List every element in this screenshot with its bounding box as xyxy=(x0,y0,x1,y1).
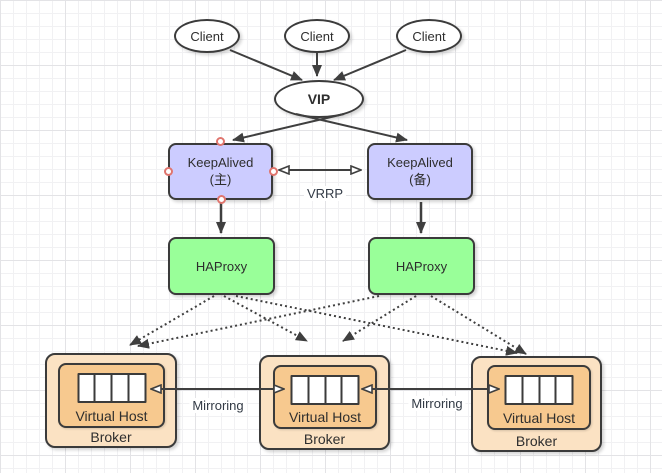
keepalived-master-role: (主) xyxy=(209,171,232,187)
broker-3-queue-icon xyxy=(504,375,574,405)
broker-2-queue-icon xyxy=(290,375,360,405)
queue-cell xyxy=(342,377,358,403)
node-client-3[interactable]: Client xyxy=(396,19,462,53)
node-client-1[interactable]: Client xyxy=(174,19,240,53)
edge-haproxy1-broker2[interactable] xyxy=(223,295,308,342)
broker-1-virtual-host-label: Virtual Host xyxy=(75,408,148,424)
connection-point-top[interactable] xyxy=(216,137,225,146)
node-haproxy-1[interactable]: HAProxy xyxy=(168,237,275,295)
queue-cell xyxy=(309,377,324,403)
keepalived-backup-name: KeepAlived xyxy=(387,155,453,171)
broker-2-label: Broker xyxy=(303,431,346,447)
edge-client3-vip[interactable] xyxy=(333,49,407,81)
edge-haproxy2-broker2[interactable] xyxy=(342,295,417,342)
node-broker-2[interactable]: Virtual Host Broker xyxy=(259,355,390,450)
broker-2-virtual-host[interactable]: Virtual Host xyxy=(273,365,377,429)
broker-2-virtual-host-label: Virtual Host xyxy=(288,409,362,425)
keepalived-master-name: KeepAlived xyxy=(187,155,254,171)
vip-label: VIP xyxy=(307,91,331,107)
node-client-2[interactable]: Client xyxy=(284,19,350,53)
connection-point-bottom[interactable] xyxy=(217,195,226,204)
node-keepalived-master[interactable]: KeepAlived (主) xyxy=(168,143,273,200)
edge-vip-keepalived-backup[interactable] xyxy=(295,113,408,143)
queue-cell xyxy=(556,377,572,403)
mirroring-label-1[interactable]: Mirroring xyxy=(189,398,247,413)
broker-3-label: Broker xyxy=(515,433,558,449)
node-broker-3[interactable]: Virtual Host Broker xyxy=(471,356,602,452)
queue-cell xyxy=(129,375,144,401)
edge-haproxy1-broker1[interactable] xyxy=(129,295,215,346)
queue-cell xyxy=(506,377,522,403)
edge-haproxy1-broker3[interactable] xyxy=(235,295,518,356)
broker-1-virtual-host[interactable]: Virtual Host xyxy=(58,363,165,428)
haproxy-1-label: HAProxy xyxy=(195,258,248,274)
queue-cell xyxy=(540,377,555,403)
node-keepalived-backup[interactable]: KeepAlived (备) xyxy=(367,143,473,200)
node-broker-1[interactable]: Virtual Host Broker xyxy=(45,353,177,448)
queue-cell xyxy=(95,375,111,401)
connection-point-left[interactable] xyxy=(164,167,173,176)
broker-3-virtual-host-label: Virtual Host xyxy=(502,410,576,426)
client-3-label: Client xyxy=(412,28,446,44)
mirroring-label-2[interactable]: Mirroring xyxy=(408,396,466,411)
haproxy-2-label: HAProxy xyxy=(395,258,448,274)
node-vip[interactable]: VIP xyxy=(274,80,364,118)
queue-cell xyxy=(79,375,94,401)
queue-cell xyxy=(292,377,308,403)
client-1-label: Client xyxy=(190,28,224,44)
edge-haproxy2-broker3[interactable] xyxy=(430,295,527,355)
broker-1-queue-icon xyxy=(77,373,146,403)
vrrp-label[interactable]: VRRP xyxy=(303,186,347,201)
edge-client1-vip[interactable] xyxy=(229,49,303,81)
edge-vip-keepalived-master[interactable] xyxy=(232,113,345,143)
connection-point-right[interactable] xyxy=(269,167,278,176)
broker-3-virtual-host[interactable]: Virtual Host xyxy=(487,365,591,430)
queue-cell xyxy=(523,377,538,403)
client-2-label: Client xyxy=(300,28,334,44)
broker-1-label: Broker xyxy=(90,429,132,445)
node-haproxy-2[interactable]: HAProxy xyxy=(368,237,475,295)
edge-haproxy2-broker1[interactable] xyxy=(137,295,380,349)
queue-cell xyxy=(112,375,128,401)
queue-cell xyxy=(326,377,341,403)
keepalived-backup-role: (备) xyxy=(409,171,431,187)
